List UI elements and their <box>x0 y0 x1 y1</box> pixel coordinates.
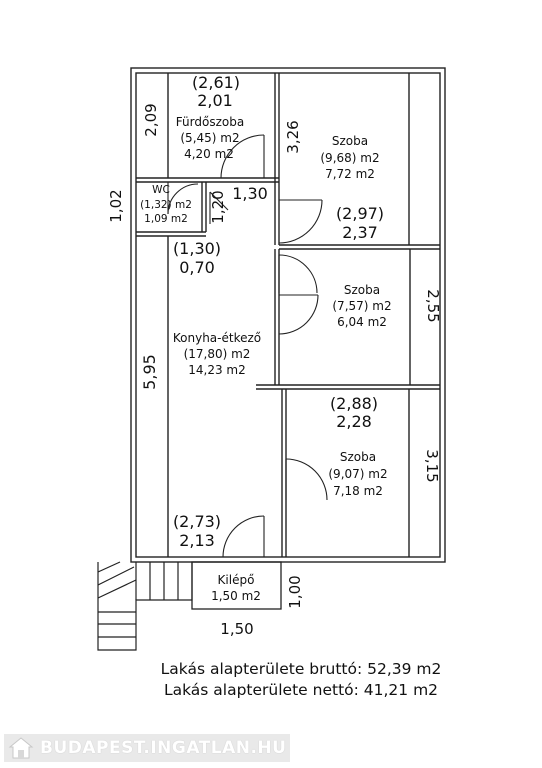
wc-name: WC <box>152 184 170 196</box>
dim-kitchen-gross: (2,73) <box>173 512 221 531</box>
doors <box>167 134 328 558</box>
bathroom-gross: (5,45) m2 <box>180 131 239 145</box>
dim-room3-gross: (2,88) <box>330 394 378 413</box>
porch-outline <box>191 561 282 610</box>
room1-net: 7,72 m2 <box>325 167 375 181</box>
dim-room2-height: 2,55 <box>424 289 442 322</box>
kitchen-net: 14,23 m2 <box>188 363 246 377</box>
watermark-text: BUDAPEST.INGATLAN.HU <box>40 738 287 758</box>
room1-gross: (9,68) m2 <box>320 151 379 165</box>
dim-porch-width: 1,50 <box>220 620 253 638</box>
stairs <box>97 561 193 651</box>
room2-name: Szoba <box>344 283 380 297</box>
room2-net: 6,04 m2 <box>337 315 387 329</box>
dim-kitchen-net: 2,13 <box>179 531 215 550</box>
dim-bath-height: 2,09 <box>142 103 160 136</box>
porch-area: 1,50 m2 <box>211 589 261 603</box>
dim-room1-gross: (2,97) <box>336 204 384 223</box>
kitchen-gross: (17,80) m2 <box>184 347 251 361</box>
room3-gross: (9,07) m2 <box>328 467 387 481</box>
room1-name: Szoba <box>332 134 368 148</box>
wc-net: 1,09 m2 <box>144 213 188 225</box>
dim-bath-gross: (2,61) <box>192 73 240 92</box>
dim-room3-net: 2,28 <box>336 412 372 431</box>
dim-hall-gross: (1,30) <box>173 239 221 258</box>
gross-area-summary: Lakás alapterülete bruttó: 52,39 m2 <box>160 660 442 678</box>
room3-name: Szoba <box>340 450 376 464</box>
dim-kitchen-height: 5,95 <box>140 354 159 390</box>
room3-net: 7,18 m2 <box>333 484 383 498</box>
walls <box>130 67 446 563</box>
dim-room1-height: 3,26 <box>284 120 302 153</box>
wc-gross: (1,32) m2 <box>140 199 192 211</box>
porch-name: Kilépő <box>218 573 255 587</box>
net-area-summary: Lakás alapterülete nettó: 41,21 m2 <box>163 681 439 699</box>
dim-hall-net: 0,70 <box>179 258 215 277</box>
dim-room1-net: 2,37 <box>342 223 378 242</box>
dim-wc-width: 1,30 <box>232 184 268 203</box>
dim-porch-height: 1,00 <box>286 575 304 608</box>
bathroom-net: 4,20 m2 <box>184 147 234 161</box>
dim-room3-height: 3,15 <box>423 449 441 482</box>
dim-bath-net: 2,01 <box>197 91 233 110</box>
bathroom-name: Fürdőszoba <box>176 115 244 129</box>
watermark: BUDAPEST.INGATLAN.HU <box>4 734 290 762</box>
dim-wc-height: 1,20 <box>209 190 227 223</box>
kitchen-name: Konyha-étkező <box>173 331 261 345</box>
dim-wc-left: 1,02 <box>107 189 125 222</box>
house-logo-icon <box>8 737 34 759</box>
room2-gross: (7,57) m2 <box>332 299 391 313</box>
